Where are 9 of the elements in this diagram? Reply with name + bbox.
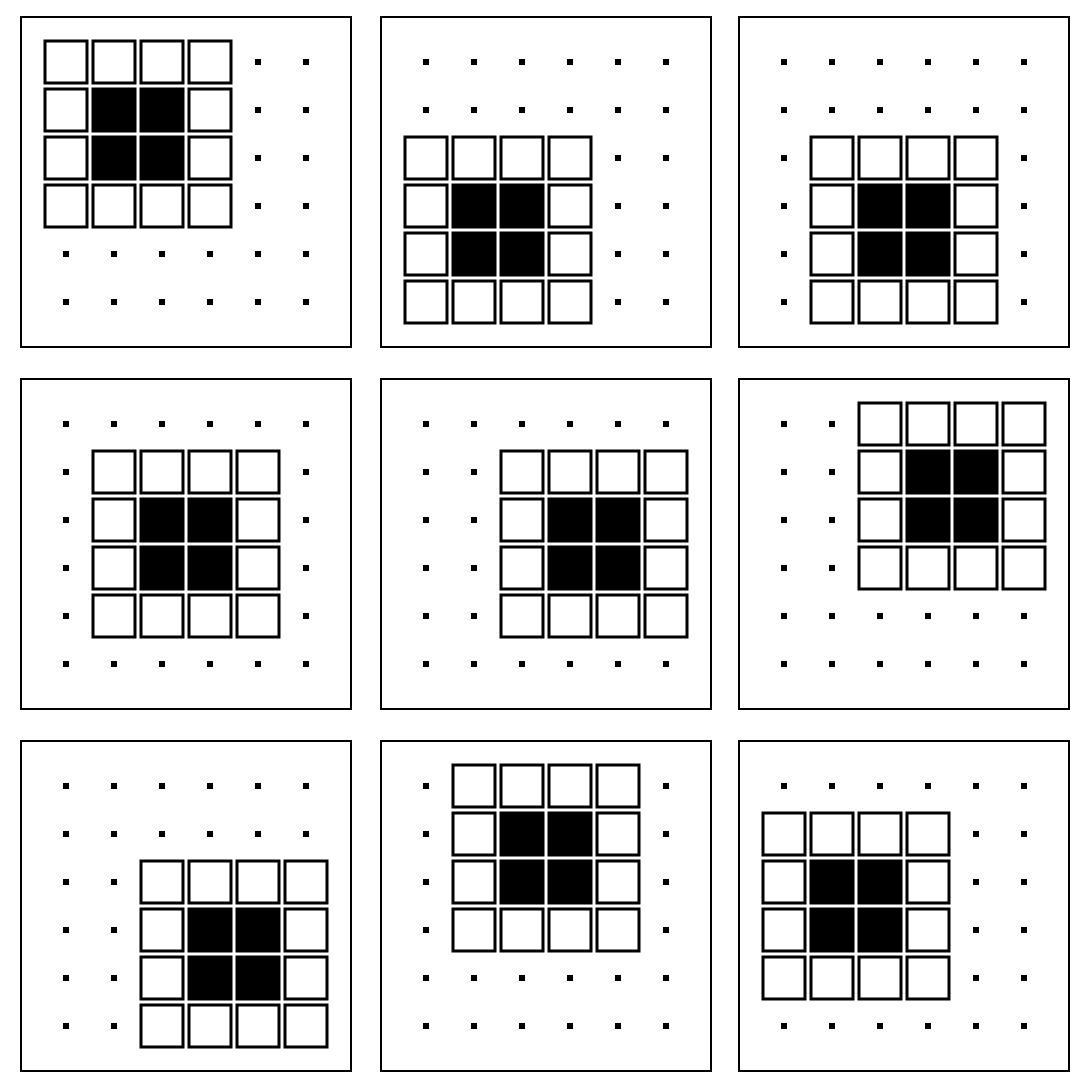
grid-panel: [380, 740, 712, 1072]
grid-panel: [20, 740, 352, 1072]
grid-panel: [380, 378, 712, 710]
grid-panel: [380, 16, 712, 348]
grid-panel: [738, 16, 1070, 348]
grid-panel: [20, 378, 352, 710]
grid-panel: [738, 378, 1070, 710]
grid-panel: [738, 740, 1070, 1072]
grid-panel: [20, 16, 352, 348]
